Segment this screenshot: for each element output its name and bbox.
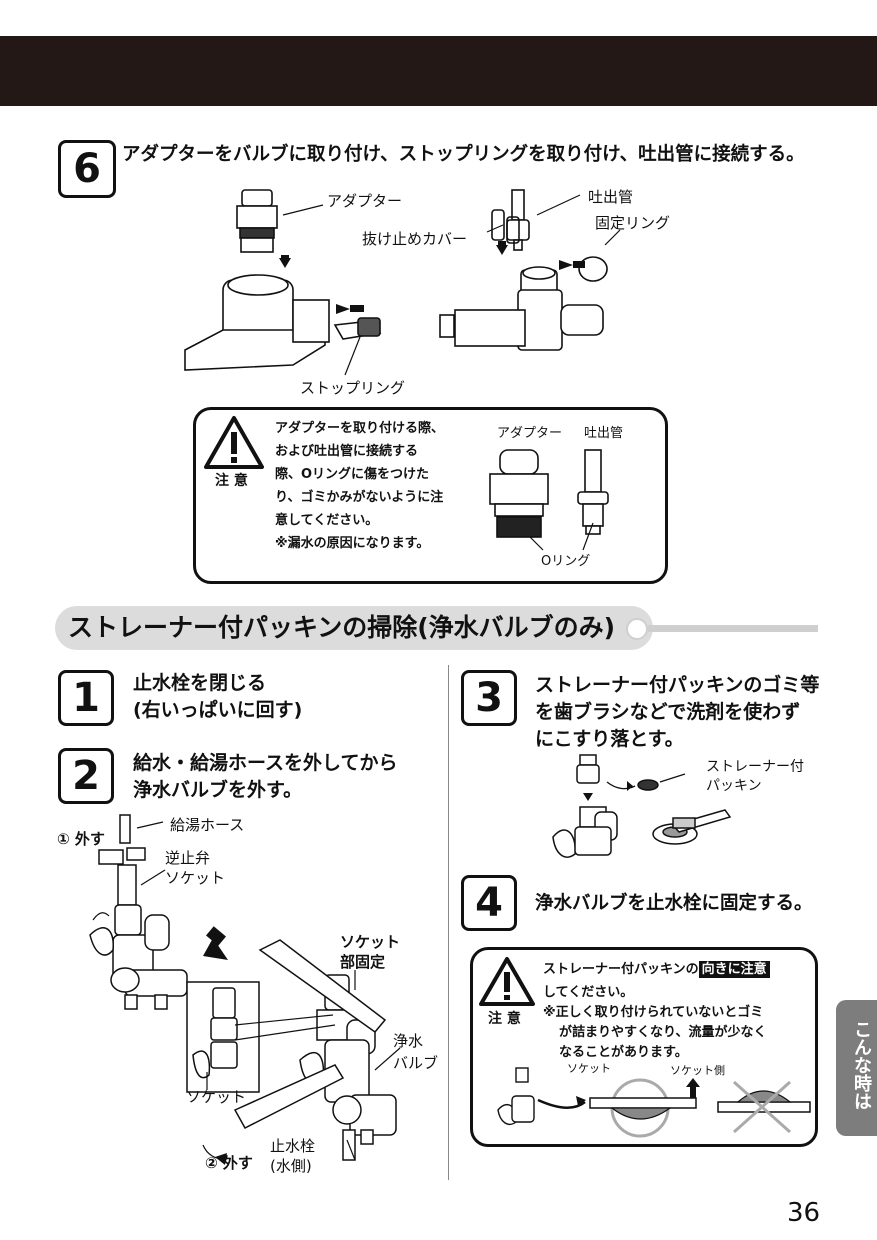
label-packing-line: パッキン (706, 778, 762, 794)
step-4-caution-line1: ストレーナー付パッキンの向きに注意 (543, 958, 770, 981)
step-3-line: ストレーナー付パッキンのゴミ等 (535, 674, 820, 696)
step-4-number: 4 (461, 875, 517, 931)
section-title: ストレーナー付パッキンの掃除(浄水バルブのみ) (68, 613, 616, 642)
warning-icon (479, 957, 535, 1006)
caution-line: および吐出管に接続する (275, 444, 419, 459)
step-6-number: 6 (58, 140, 116, 198)
caution-highlight: 向きに注意 (698, 961, 770, 978)
caution-label-adapter: アダプター (497, 426, 563, 441)
side-tab-label: こんな時は (851, 1020, 872, 1110)
caution-note-line: が詰まりやすくなり、流量が少なく (559, 1025, 767, 1040)
label-strainer-packing: ストレーナー付 パッキン (706, 758, 804, 796)
page-number: 36 (787, 1198, 821, 1228)
label-retain-cover: 抜け止めカバー (362, 230, 468, 248)
label-socket-fix-line: 部固定 (340, 953, 386, 971)
label-spout: 吐出管 (588, 188, 634, 206)
label-hot-hose: 給湯ホース (170, 816, 245, 834)
label-socket-fix-line: ソケット (340, 933, 401, 951)
label-fix-ring: 固定リング (595, 214, 671, 232)
caution-line: り、ゴミかみがないように注 (275, 490, 444, 505)
step-3-line: を歯ブラシなどで洗剤を使わず (535, 701, 801, 723)
step-4-caution-heading: 注 意 (488, 1011, 521, 1027)
column-divider (448, 665, 449, 1180)
label-socket-fix: ソケット 部固定 (340, 932, 400, 972)
step-2-text: 給水・給湯ホースを外してから 浄水バルブを外す。 (133, 750, 397, 804)
packing-orientation-illustration (497, 1067, 811, 1138)
label-stopcock: 止水栓 (水側) (270, 1136, 315, 1176)
warning-icon (204, 416, 264, 469)
label-remove-1: ① 外す (57, 830, 105, 848)
label-check-valve-line: ソケット (165, 869, 226, 887)
section-banner-dot (626, 618, 648, 640)
step-4-text: 浄水バルブを止水栓に固定する。 (535, 893, 813, 914)
step-4-caution-line2: してください。 (543, 985, 634, 1000)
label-purify-line: 浄水 (393, 1032, 424, 1050)
step-2-line: 給水・給湯ホースを外してから (133, 752, 398, 774)
step-2-illustration (89, 814, 401, 1165)
section-banner-line (648, 625, 818, 632)
label-purify-valve: 浄水 バルブ (393, 1030, 438, 1074)
side-tab[interactable] (836, 1000, 877, 1136)
caution-note-line: ※正しく取り付けられていないとゴミ (543, 1005, 764, 1020)
step-3-number: 3 (461, 670, 517, 726)
step-2-line: 浄水バルブを外す。 (133, 779, 303, 801)
step-1-text: 止水栓を閉じる (右いっぱいに回す) (133, 670, 302, 724)
section-banner (55, 606, 653, 650)
caution-line: ※漏水の原因になります。 (275, 536, 430, 551)
step-6-caution-heading: 注 意 (215, 473, 248, 489)
caution-label-oring: Oリング (541, 554, 591, 569)
label-remove-2: ② 外す (205, 1154, 253, 1172)
caution-label-spout: 吐出管 (584, 426, 624, 441)
step-6-illustration (184, 189, 621, 376)
caution-line: 意してください。 (275, 513, 379, 528)
label-purify-line: バルブ (393, 1054, 439, 1072)
label-check-valve: 逆止弁 ソケット (165, 848, 225, 888)
label-packing-line: ストレーナー付 (706, 759, 804, 775)
label-socket: ソケット (186, 1088, 247, 1106)
caution-line1-pre: ストレーナー付パッキンの (543, 962, 699, 977)
step-6-caution-text: アダプターを取り付ける際、 および吐出管に接続する 際、Oリングに傷をつけた り… (275, 417, 444, 555)
label-adapter: アダプター (327, 192, 403, 210)
label-stopcock-line: 止水栓 (270, 1137, 316, 1155)
step-4-caution-note: ※正しく取り付けられていないとゴミ が詰まりやすくなり、流量が少なく なることが… (543, 1003, 766, 1063)
header-bar (0, 36, 877, 106)
step-2-number: 2 (58, 748, 114, 804)
step-1-line: 止水栓を閉じる (133, 672, 267, 694)
caution-note-line: なることがあります。 (559, 1045, 688, 1060)
caution-line: アダプターを取り付ける際、 (275, 421, 445, 436)
caution-label-socket: ソケット (567, 1062, 611, 1075)
caution-line: 際、Oリングに傷をつけた (275, 467, 430, 482)
label-check-valve-line: 逆止弁 (165, 849, 211, 867)
caution-label-socket-side: ソケット側 (670, 1064, 725, 1077)
label-stopcock-line: (水側) (270, 1157, 312, 1175)
step-3-illustration (552, 754, 732, 858)
step-6-title: アダプターをバルブに取り付け、ストップリングを取り付け、吐出管に接続する。 (122, 144, 805, 165)
step-3-line: にこすり落とす。 (535, 728, 684, 750)
step-1-number: 1 (58, 670, 114, 726)
label-stop-ring: ストップリング (300, 379, 406, 397)
step-3-text: ストレーナー付パッキンのゴミ等 を歯ブラシなどで洗剤を使わず にこすり落とす。 (535, 672, 819, 753)
step-1-line: (右いっぱいに回す) (133, 699, 303, 721)
adapter-spout-illustration (489, 449, 609, 551)
